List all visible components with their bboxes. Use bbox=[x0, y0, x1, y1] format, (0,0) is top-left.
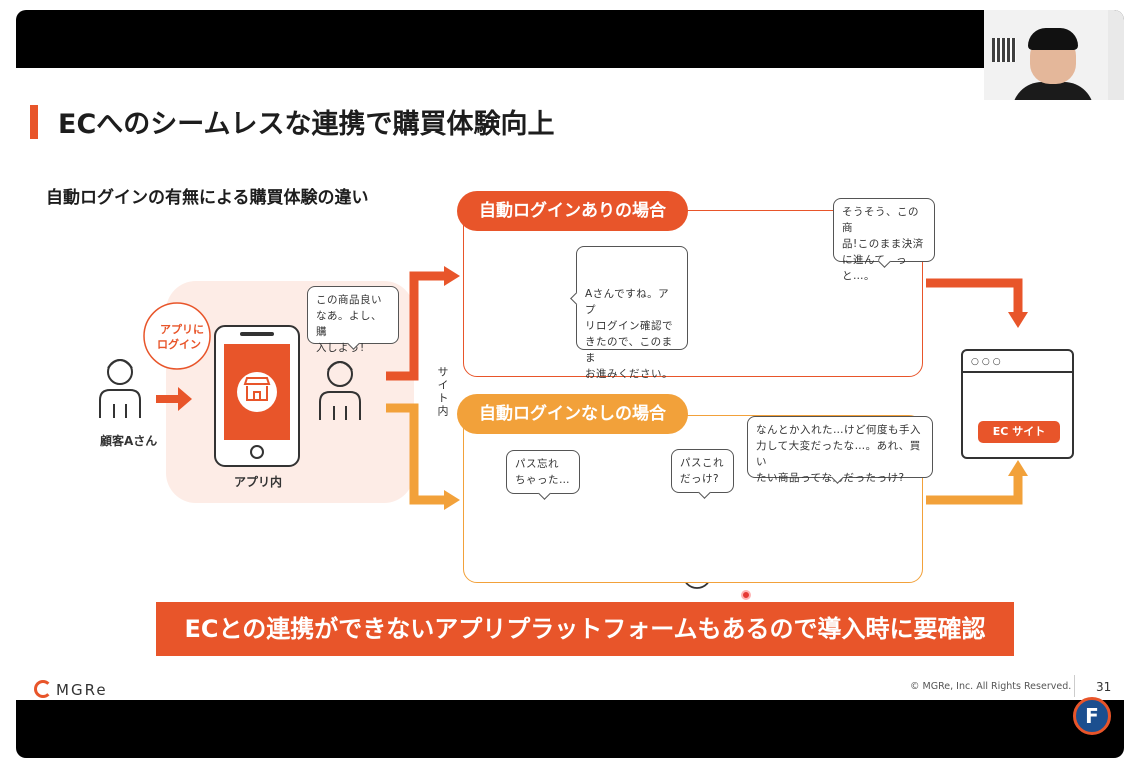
which-password-bubble: パスこれ だっけ? bbox=[671, 449, 734, 493]
arrow-to-app-icon bbox=[156, 387, 192, 411]
presenter-camera bbox=[984, 10, 1108, 100]
staff-speech-bubble: Aさんですね。アプ リログイン確認で きたので、このまま お進みください。 bbox=[576, 246, 688, 380]
arrow-with-to-ec-icon bbox=[926, 278, 1023, 313]
caution-banner: ECとの連携ができないアプリプラットフォームもあるので導入時に要確認 bbox=[156, 602, 1014, 656]
arrow-to-with-case-icon bbox=[386, 271, 446, 381]
smartphone-icon bbox=[214, 325, 300, 467]
arrow-without-to-ec-icon bbox=[926, 474, 1023, 505]
arrow-head-without bbox=[444, 490, 460, 510]
brand-mark-icon bbox=[34, 680, 52, 698]
customer-label: 顧客Aさん bbox=[100, 434, 158, 448]
channel-logo-icon[interactable]: F bbox=[1073, 697, 1111, 735]
customer-browsing-icon bbox=[319, 361, 361, 420]
app-login-circle bbox=[143, 302, 211, 370]
presenter-body bbox=[1012, 82, 1094, 100]
slide-thumbnails[interactable] bbox=[1108, 10, 1124, 100]
title-accent-bar bbox=[30, 105, 38, 139]
customer-thought-bubble: この商品良い なあ。よし、購 入しよう! bbox=[307, 286, 399, 354]
page-number: 31 bbox=[1096, 680, 1112, 694]
tired-customer-bubble: なんとか入れた…けど何度も手入 力して大変だったな…。あれ、買い たい商品ってな… bbox=[747, 416, 933, 484]
app-login-label-2: ログイン bbox=[157, 338, 201, 351]
presenter-hair bbox=[1028, 28, 1078, 50]
presentation-slide: ECへのシームレスな連携で購買体験向上 自動ログインの有無による購買体験の違い bbox=[16, 68, 1124, 700]
laser-pointer bbox=[741, 590, 751, 600]
window-dots-icon: ○○○ bbox=[971, 357, 1004, 367]
app-login-label-1: アプリに bbox=[160, 323, 204, 336]
video-frame: ECへのシームレスな連携で購買体験向上 自動ログインの有無による購買体験の違い bbox=[16, 10, 1124, 758]
qr-code-icon bbox=[992, 38, 1016, 62]
window-divider bbox=[963, 371, 1072, 373]
forgot-password-bubble: パス忘れ ちゃった… bbox=[506, 450, 580, 494]
app-inside-label: アプリ内 bbox=[234, 475, 283, 489]
site-inside-label: サイト内 bbox=[436, 366, 449, 418]
slide-subtitle: 自動ログインの有無による購買体験の違い bbox=[46, 188, 369, 208]
arrow-head-with bbox=[444, 266, 460, 286]
ec-site-card: ○○○ EC サイト bbox=[961, 349, 1074, 459]
copyright: © MGRe, Inc. All Rights Reserved. bbox=[910, 681, 1072, 692]
arrow-to-without-case-icon bbox=[386, 403, 446, 505]
ec-site-label: EC サイト bbox=[978, 421, 1060, 443]
happy-customer-bubble: そうそう、この商 品!このまま決済 に進んで、っと…。 bbox=[833, 198, 935, 282]
slide-title: ECへのシームレスな連携で購買体験向上 bbox=[58, 109, 555, 140]
brand-logo: MGRe bbox=[34, 680, 108, 699]
customer-a-icon bbox=[99, 359, 141, 418]
footer-divider bbox=[1074, 675, 1075, 697]
case-without-label: 自動ログインなしの場合 bbox=[457, 394, 688, 434]
case-with-label: 自動ログインありの場合 bbox=[457, 191, 688, 231]
